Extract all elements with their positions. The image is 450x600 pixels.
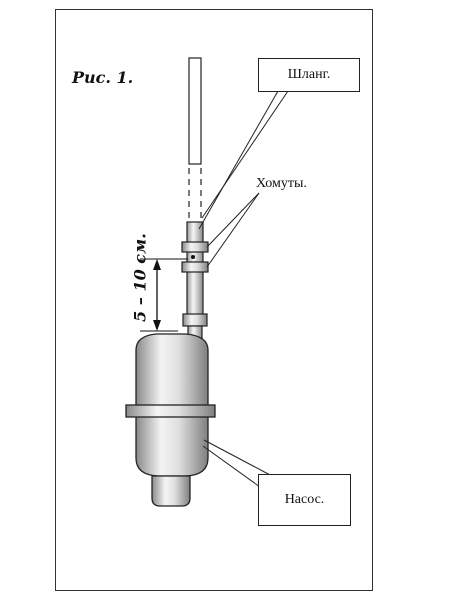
pump-body bbox=[125, 333, 216, 507]
pump-callout: Насос. bbox=[258, 474, 351, 526]
callout-leaders bbox=[198, 90, 289, 488]
distance-dimension bbox=[140, 258, 188, 332]
figure-title: Рис. 1. bbox=[72, 68, 134, 87]
clamps-label: Хомуты. bbox=[256, 176, 307, 191]
hose-clamps bbox=[181, 241, 209, 273]
hose-callout-text: Шланг. bbox=[287, 67, 331, 82]
pipe-fitting bbox=[182, 313, 208, 327]
distance-label: 5 – 10 см. bbox=[130, 233, 150, 322]
pump-callout-text: Насос. bbox=[284, 492, 325, 507]
hose bbox=[186, 57, 204, 323]
hose-callout: Шланг. bbox=[258, 58, 360, 92]
